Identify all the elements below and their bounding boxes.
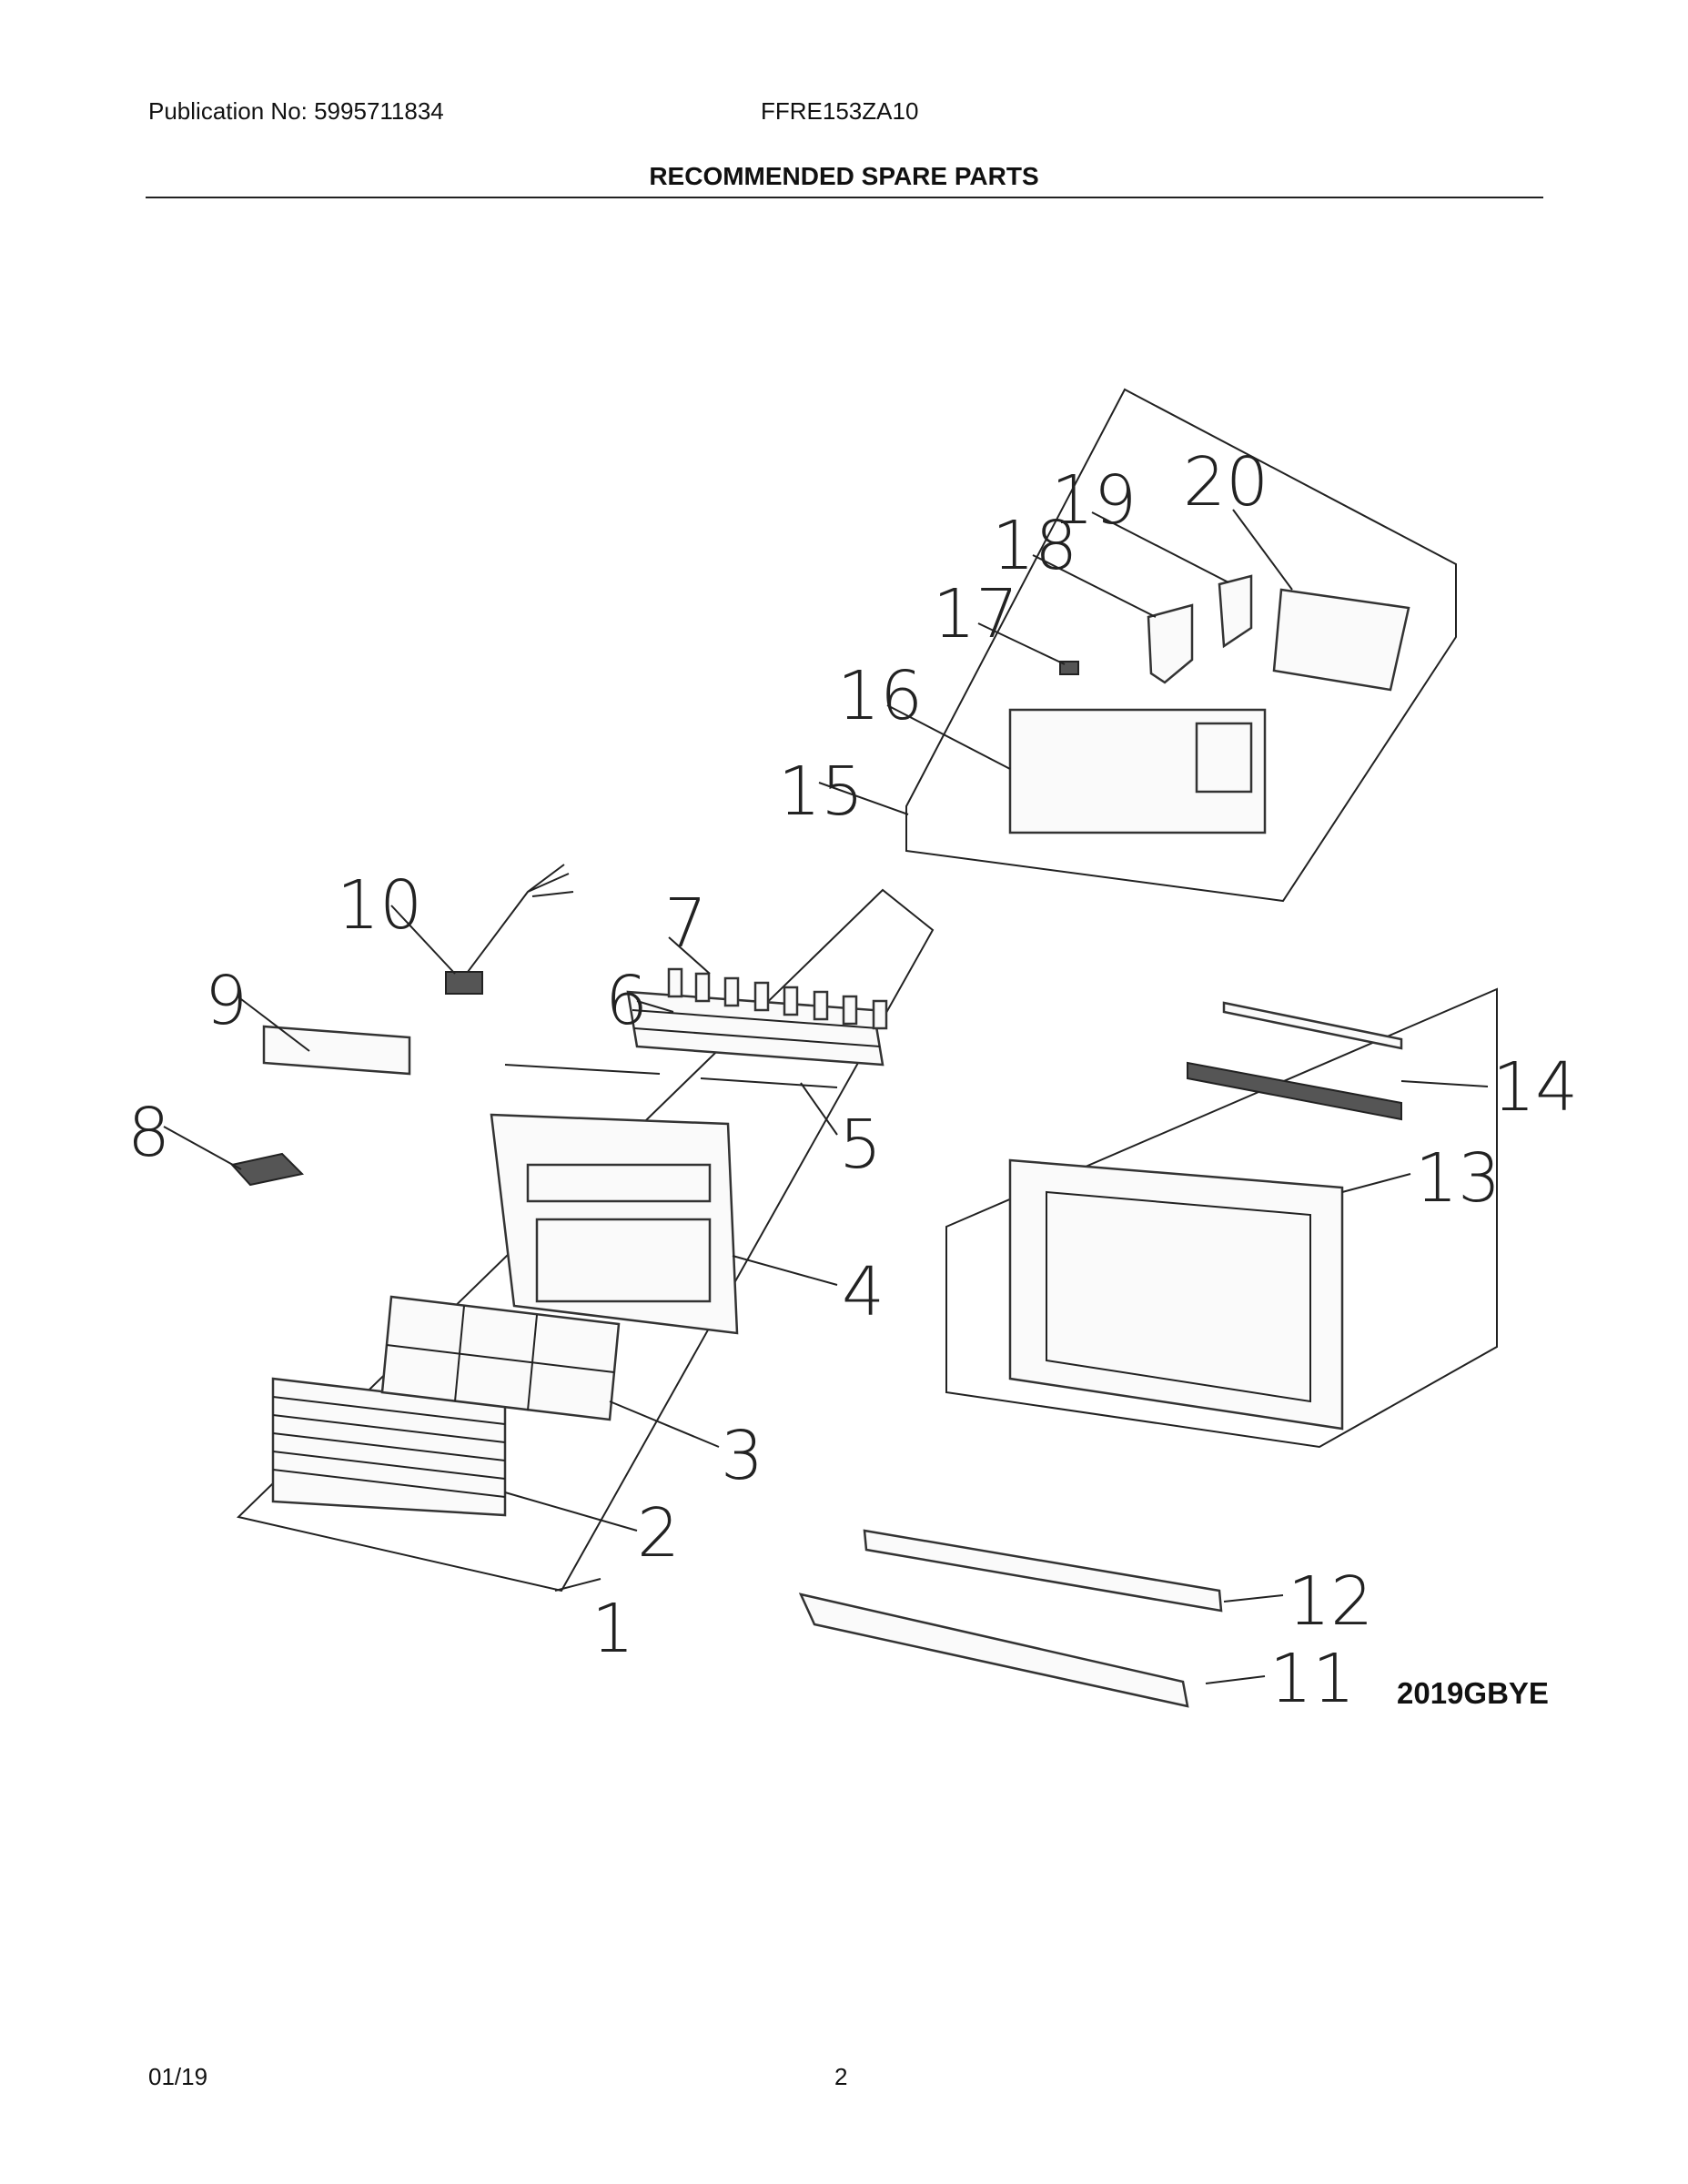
part-top-rails	[1187, 1001, 1403, 1121]
accessory-kit-outline	[905, 388, 1457, 903]
part-bottom-channel	[798, 1592, 1189, 1708]
part-window-frame	[1008, 1158, 1344, 1431]
part-hardware-kit	[1008, 708, 1267, 834]
callout-1: 1	[591, 1590, 634, 1668]
callout-8: 8	[127, 1094, 170, 1172]
leader-lines	[163, 509, 1489, 1684]
callout-18: 18	[992, 507, 1077, 585]
diagram-code: 2019GBYE	[1397, 1676, 1549, 1710]
callout-5: 5	[839, 1106, 882, 1184]
part-rail	[863, 1529, 1223, 1613]
part-power-cord	[445, 864, 574, 995]
callout-12: 12	[1288, 1562, 1373, 1641]
front-assembly-outline	[236, 888, 935, 1592]
callout-14: 14	[1492, 1048, 1578, 1127]
part-bracket-left	[1147, 603, 1194, 684]
part-remote-control	[230, 1152, 305, 1187]
part-vane-clips	[667, 967, 888, 1030]
callout-13: 13	[1415, 1139, 1501, 1218]
callout-11: 11	[1269, 1640, 1355, 1718]
part-air-filter	[380, 1295, 621, 1421]
model-number: FFRE153ZA10	[761, 97, 919, 125]
part-louver-bars	[504, 1064, 838, 1088]
callout-19: 19	[1051, 461, 1137, 540]
callout-7: 7	[664, 885, 707, 963]
callout-9: 9	[205, 962, 248, 1040]
callout-20: 20	[1183, 443, 1269, 521]
callout-17: 17	[933, 575, 1018, 653]
part-clips	[1059, 661, 1079, 675]
frame-assembly-outline	[945, 987, 1498, 1449]
part-front-panel	[490, 1113, 739, 1335]
publication-number: Publication No: 5995711834	[148, 97, 444, 125]
part-control-board	[262, 1025, 411, 1076]
callout-10: 10	[337, 866, 422, 945]
page-title: RECOMMENDED SPARE PARTS	[649, 162, 1039, 190]
page-number: 2	[834, 2063, 848, 2090]
callout-15: 15	[778, 753, 864, 831]
footer-date: 01/19	[148, 2063, 208, 2090]
callout-3: 3	[721, 1417, 763, 1495]
callout-16: 16	[837, 657, 923, 735]
callout-2: 2	[637, 1494, 680, 1572]
part-front-grille	[271, 1377, 507, 1517]
header-rule	[146, 197, 1543, 198]
callout-4: 4	[842, 1253, 884, 1331]
callout-6: 6	[605, 962, 648, 1040]
part-manual	[1272, 588, 1410, 692]
part-bracket-right	[1218, 574, 1253, 649]
